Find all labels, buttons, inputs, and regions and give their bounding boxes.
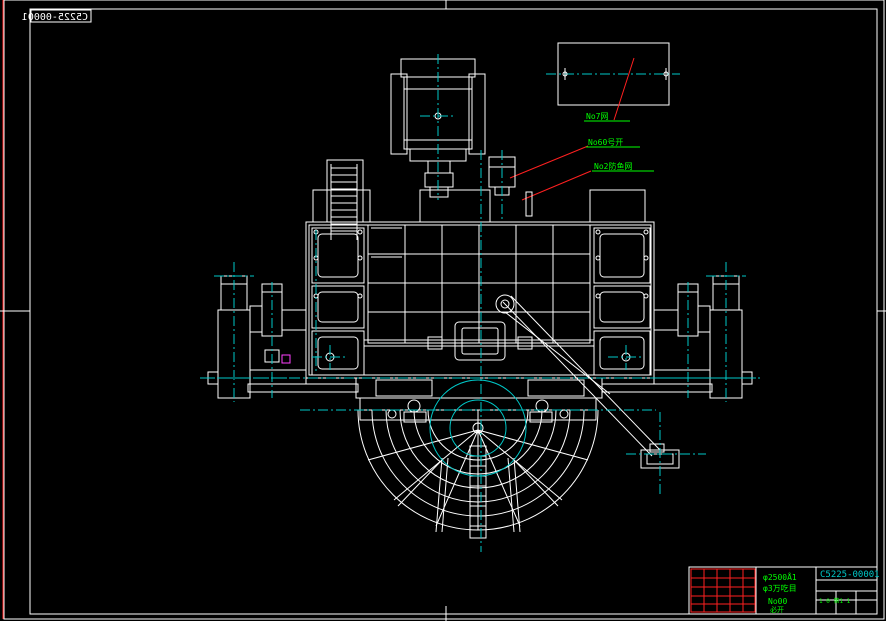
drawing-number-label: No00 <box>768 597 787 606</box>
ladder <box>330 164 358 240</box>
lower-frame <box>355 377 603 421</box>
wheel <box>357 379 599 539</box>
drawing-code: C5225-00001 <box>820 570 880 580</box>
sheet-info: 1 0 第1 1 <box>819 597 851 605</box>
main-body <box>305 221 655 379</box>
stamp-code: C5225-00001 <box>22 12 88 23</box>
right-hub <box>601 262 756 402</box>
detail-view <box>546 42 680 106</box>
drawing-number-sub: 必开 <box>770 605 784 614</box>
stamp-box: C5225-00001 <box>22 9 92 23</box>
pump-cylinder <box>488 150 533 222</box>
spec-line-1: φ2500Å1 <box>763 571 797 582</box>
lever-arm <box>495 294 706 496</box>
callout-label: No2防鱼网 <box>594 161 632 171</box>
callout-label: No60号开 <box>588 138 623 147</box>
title-block: φ2500Å1 φ3万吃目 No00 必开 C5225-00001 1 0 第1… <box>688 566 880 615</box>
spec-line-2: φ3万吃目 <box>763 583 797 593</box>
callouts: No7网 No60号开 No2防鱼网 <box>509 57 654 201</box>
motor <box>390 54 486 200</box>
left-hub <box>204 262 359 402</box>
callout-label: No7网 <box>586 112 608 121</box>
centerlines <box>200 150 760 552</box>
